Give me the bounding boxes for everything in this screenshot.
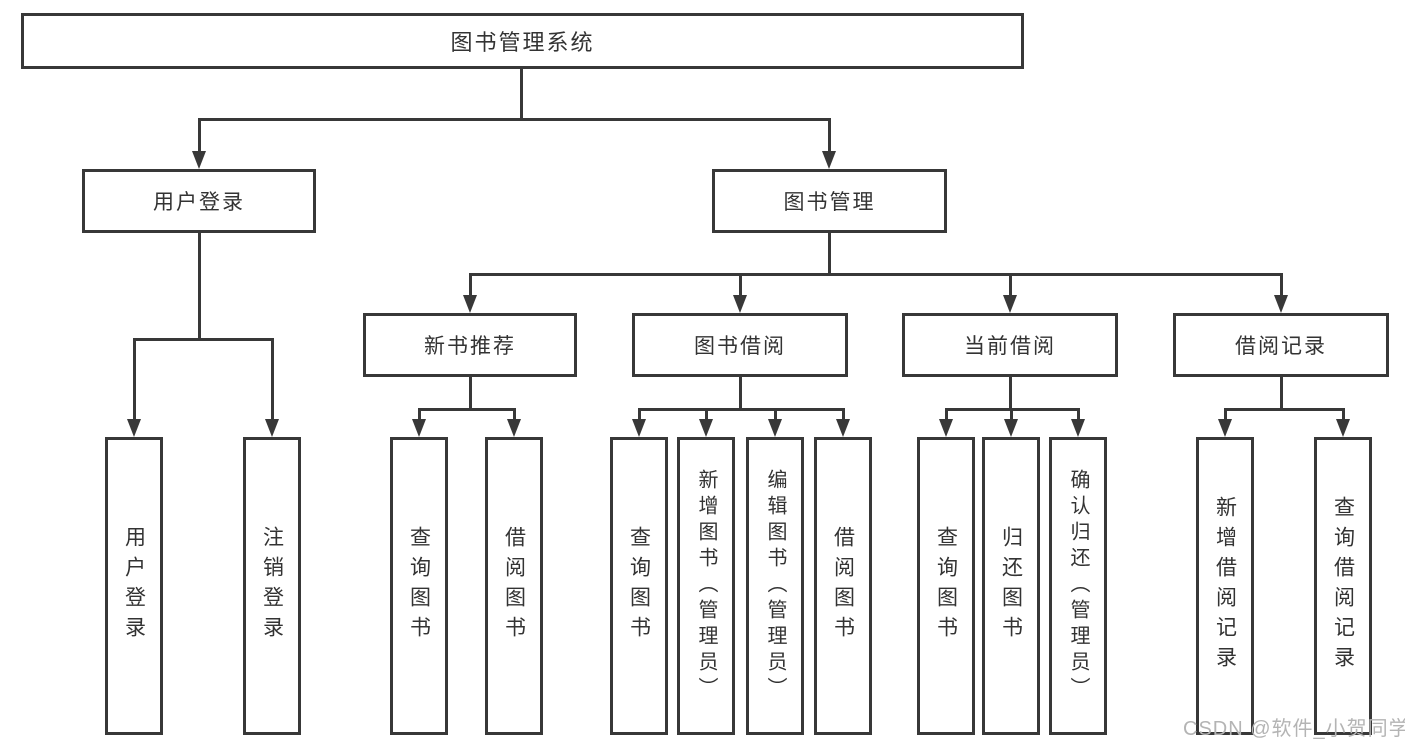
connector-line (513, 408, 516, 419)
arrow-down-icon (1274, 295, 1288, 313)
arrow-down-icon (768, 419, 782, 437)
arrow-down-icon (733, 295, 747, 313)
node-borrowing-records: 借阅记录 (1173, 313, 1389, 377)
connector-line (638, 408, 844, 411)
arrow-down-icon (632, 419, 646, 437)
arrow-down-icon (507, 419, 521, 437)
connector-line (739, 377, 742, 408)
connector-line (469, 377, 472, 408)
arrow-down-icon (127, 419, 141, 437)
watermark: CSDN @软件_小贺同学 (1183, 718, 1405, 740)
connector-line (198, 233, 201, 338)
leaf-logout: 注销登录 (243, 437, 301, 735)
leaf-borrow-books-recommend: 借阅图书 (485, 437, 543, 735)
connector-line (133, 338, 136, 419)
arrow-down-icon (463, 295, 477, 313)
connector-line (198, 118, 201, 151)
node-library-system: 图书管理系统 (21, 13, 1024, 69)
connector-line (774, 408, 777, 419)
connector-line (520, 69, 523, 118)
connector-line (1224, 408, 1344, 411)
connector-line (469, 273, 472, 295)
connector-line (1280, 377, 1283, 408)
node-current-borrowing: 当前借阅 (902, 313, 1118, 377)
leaf-query-books-current: 查询图书 (917, 437, 975, 735)
node-book-borrowing: 图书借阅 (632, 313, 848, 377)
arrow-down-icon (836, 419, 850, 437)
connector-line (828, 118, 831, 151)
connector-line (1009, 273, 1012, 295)
arrow-down-icon (192, 151, 206, 169)
leaf-edit-books-admin: 编辑图书（管理员） (746, 437, 804, 735)
connector-line (842, 408, 845, 419)
connector-line (198, 118, 831, 121)
connector-line (418, 408, 516, 411)
arrow-down-icon (412, 419, 426, 437)
connector-line (705, 408, 708, 419)
leaf-query-borrow-record: 查询借阅记录 (1314, 437, 1372, 735)
arrow-down-icon (1004, 419, 1018, 437)
leaf-confirm-return-admin: 确认归还（管理员） (1049, 437, 1107, 735)
arrow-down-icon (1218, 419, 1232, 437)
connector-line (1009, 377, 1012, 408)
connector-line (133, 338, 274, 341)
leaf-add-books-admin: 新增图书（管理员） (677, 437, 735, 735)
arrow-down-icon (1071, 419, 1085, 437)
connector-line (1077, 408, 1080, 419)
arrow-down-icon (939, 419, 953, 437)
arrow-down-icon (265, 419, 279, 437)
arrow-down-icon (1336, 419, 1350, 437)
connector-line (828, 233, 831, 273)
arrow-down-icon (699, 419, 713, 437)
leaf-borrow-books-borrowing: 借阅图书 (814, 437, 872, 735)
connector-line (1224, 408, 1227, 419)
arrow-down-icon (822, 151, 836, 169)
connector-line (739, 273, 742, 295)
leaf-query-books-borrowing: 查询图书 (610, 437, 668, 735)
connector-line (469, 273, 1283, 276)
node-user-login: 用户登录 (82, 169, 316, 233)
connector-line (638, 408, 641, 419)
leaf-query-books-recommend: 查询图书 (390, 437, 448, 735)
connector-line (945, 408, 948, 419)
leaf-return-books: 归还图书 (982, 437, 1040, 735)
node-book-management: 图书管理 (712, 169, 947, 233)
connector-line (1280, 273, 1283, 295)
node-new-book-recommend: 新书推荐 (363, 313, 577, 377)
connector-line (1010, 408, 1013, 419)
leaf-user-login: 用户登录 (105, 437, 163, 735)
leaf-add-borrow-record: 新增借阅记录 (1196, 437, 1254, 735)
connector-line (1342, 408, 1345, 419)
connector-line (418, 408, 421, 419)
connector-line (271, 338, 274, 419)
arrow-down-icon (1003, 295, 1017, 313)
